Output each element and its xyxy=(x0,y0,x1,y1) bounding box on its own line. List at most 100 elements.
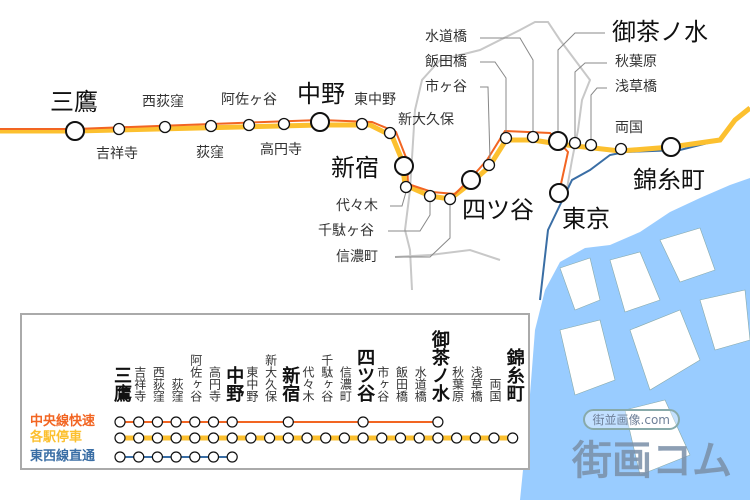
station-marker[interactable] xyxy=(461,170,481,190)
station-label: 錦糸町 xyxy=(633,166,705,194)
station-marker[interactable] xyxy=(158,120,172,134)
station-label: 市ヶ谷 xyxy=(425,79,467,95)
legend-station-name: 飯田橋 xyxy=(394,366,409,402)
legend-stop xyxy=(226,432,238,444)
legend-stop xyxy=(357,432,369,444)
watermark-site: 街並画像.com xyxy=(582,409,680,430)
station-marker[interactable] xyxy=(65,121,85,141)
legend-station-name: 千駄ヶ谷 xyxy=(319,354,334,402)
station-marker[interactable] xyxy=(112,122,126,136)
ward-boundary xyxy=(403,21,592,291)
legend-stop xyxy=(301,432,313,444)
station-label: 御茶ノ水 xyxy=(612,18,708,46)
legend-stop xyxy=(207,432,220,444)
station-marker[interactable] xyxy=(568,136,582,150)
legend-station-name: 阿佐ヶ谷 xyxy=(188,354,203,402)
station-marker[interactable] xyxy=(242,118,256,132)
legend-stop xyxy=(207,416,220,428)
station-marker[interactable] xyxy=(399,180,413,194)
station-marker[interactable] xyxy=(443,192,457,206)
legend-stop xyxy=(151,451,163,463)
station-marker[interactable] xyxy=(394,156,414,176)
station-marker[interactable] xyxy=(614,142,628,156)
legend-stop xyxy=(133,416,145,428)
station-marker[interactable] xyxy=(584,138,598,152)
legend-stop xyxy=(189,432,201,444)
legend-stop xyxy=(469,432,481,444)
station-marker[interactable] xyxy=(499,131,513,145)
legend-lines xyxy=(114,416,519,463)
legend-station-name: 御茶ノ水 xyxy=(428,330,450,402)
leader-lines xyxy=(388,32,607,258)
station-label: 西荻窪 xyxy=(142,94,184,110)
station-label: 高円寺 xyxy=(260,142,302,158)
station-marker[interactable] xyxy=(277,117,291,131)
station-label: 阿佐ヶ谷 xyxy=(221,92,277,108)
station-label: 中野 xyxy=(297,80,345,108)
legend-stop xyxy=(432,432,444,444)
legend-stop xyxy=(226,451,238,463)
legend-station-name: 代々木 xyxy=(301,366,315,402)
legend-station-name: 西荻窪 xyxy=(151,366,166,402)
legend-station-name: 荻窪 xyxy=(170,378,185,402)
legend-stop xyxy=(320,432,332,444)
legend-station-name: 市ヶ谷 xyxy=(375,366,390,402)
station-label: 新大久保 xyxy=(398,112,454,128)
landfill xyxy=(624,399,691,476)
legend-line-name: 東西線直通 xyxy=(30,449,96,464)
station-label: 千駄ヶ谷 xyxy=(318,223,374,239)
station-marker[interactable] xyxy=(549,183,569,203)
station-label: 四ツ谷 xyxy=(462,196,534,224)
legend-station-name: 東中野 xyxy=(244,366,259,402)
station-label: 両国 xyxy=(615,120,643,136)
legend-stop xyxy=(357,416,369,428)
legend-station-name: 浅草橋 xyxy=(469,366,484,402)
legend-stop xyxy=(114,451,126,463)
legend-stop xyxy=(507,432,519,444)
legend-station-name: 吉祥寺 xyxy=(132,366,147,402)
legend-station-name: 中野 xyxy=(223,366,245,402)
station-marker[interactable] xyxy=(423,189,437,203)
legend-stop xyxy=(376,432,388,444)
legend-station-name: 高円寺 xyxy=(207,366,222,402)
legend-stop xyxy=(207,451,220,463)
landfill xyxy=(559,257,601,311)
landfill xyxy=(699,289,750,351)
legend-stop xyxy=(114,432,126,444)
station-marker[interactable] xyxy=(526,130,540,144)
station-label: 東京 xyxy=(562,205,610,233)
legend-station-name: 新宿 xyxy=(279,366,301,402)
station-marker[interactable] xyxy=(204,119,218,133)
legend-stop xyxy=(151,432,163,444)
legend-stop xyxy=(432,416,444,428)
station-marker[interactable] xyxy=(661,137,681,157)
legend-stop xyxy=(114,416,126,428)
legend-stop xyxy=(282,416,294,428)
station-marker[interactable] xyxy=(355,117,369,131)
legend-station-name: 新大久保 xyxy=(263,354,278,402)
station-label: 新宿 xyxy=(331,154,379,182)
station-marker[interactable] xyxy=(310,112,330,132)
legend-station-name: 三鷹 xyxy=(111,366,132,402)
legend-stop xyxy=(133,451,145,463)
station-label: 秋葉原 xyxy=(615,54,657,70)
landfill xyxy=(559,319,616,396)
legend-stop xyxy=(226,416,238,428)
legend-stop xyxy=(264,432,276,444)
station-label: 東中野 xyxy=(354,92,396,108)
legend-box: 三鷹吉祥寺西荻窪荻窪阿佐ヶ谷高円寺中野東中野新大久保新宿代々木千駄ヶ谷信濃町四ツ… xyxy=(20,313,530,470)
ward-boundary xyxy=(394,248,501,261)
legend-stop xyxy=(245,432,257,444)
station-marker[interactable] xyxy=(548,131,568,151)
legend-stop xyxy=(282,432,294,444)
station-marker[interactable] xyxy=(482,158,496,172)
landfill xyxy=(629,309,701,391)
legend-stop xyxy=(451,432,463,444)
station-label: 吉祥寺 xyxy=(96,146,138,162)
legend-stop xyxy=(189,416,201,428)
legend-stop xyxy=(133,432,145,444)
legend-stop xyxy=(338,432,350,444)
legend-stop xyxy=(151,416,163,428)
station-marker[interactable] xyxy=(383,126,397,140)
